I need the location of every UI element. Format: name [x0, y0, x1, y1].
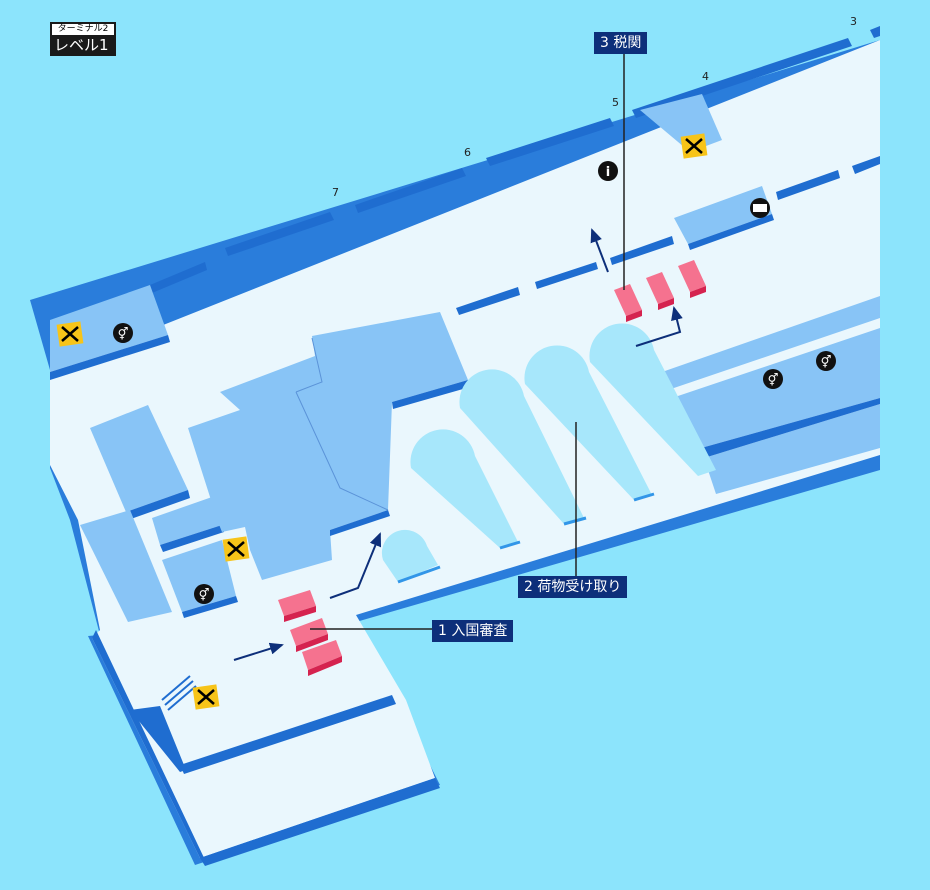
immigration-counters	[278, 590, 342, 676]
step-number: 2	[524, 579, 533, 595]
gate-number: 5	[612, 96, 619, 109]
no-entry-icon	[56, 321, 84, 347]
step-number: 1	[438, 623, 447, 639]
no-entry-icon	[192, 684, 220, 710]
information-icon: i	[598, 161, 618, 181]
svg-text:⚥: ⚥	[768, 373, 779, 387]
gate-number: 6	[464, 146, 471, 159]
callout-customs: 3 税関	[594, 32, 648, 54]
svg-text:⚥: ⚥	[821, 355, 832, 369]
terminal-name: ターミナル2	[52, 24, 114, 35]
callout-baggage-claim: 2 荷物受け取り	[518, 576, 628, 598]
step-text: 荷物受け取り	[537, 579, 622, 595]
escalator-icon	[161, 675, 197, 711]
no-entry-icon	[222, 536, 250, 562]
svg-text:i: i	[606, 165, 610, 180]
step-text: 税関	[613, 35, 642, 51]
customs-counters	[614, 260, 706, 322]
restroom-icon: ⚥	[113, 323, 133, 343]
callout-leaders	[310, 50, 625, 630]
step-number: 3	[600, 35, 609, 51]
step-text: 入国審査	[451, 623, 508, 639]
currency-exchange-icon	[750, 198, 770, 218]
callout-immigration: 1 入国審査	[432, 620, 514, 642]
svg-text:⚥: ⚥	[199, 588, 210, 602]
no-entry-icon	[680, 133, 708, 159]
restroom-icon: ⚥	[816, 351, 836, 371]
carousel-edges	[397, 492, 655, 584]
gate-number: 4	[702, 70, 709, 83]
restroom-icon: ⚥	[763, 369, 783, 389]
gate-number: 7	[332, 186, 339, 199]
corridor-divider	[456, 156, 880, 315]
gate-number: 3	[850, 15, 857, 28]
route-arrows	[233, 228, 683, 661]
baggage-carousels	[381, 323, 716, 582]
svg-text:⚥: ⚥	[118, 327, 129, 341]
level-name: レベル1	[54, 36, 109, 54]
restroom-icon: ⚥	[194, 584, 214, 604]
terminal-level-badge: ターミナル2 レベル1	[50, 22, 116, 56]
